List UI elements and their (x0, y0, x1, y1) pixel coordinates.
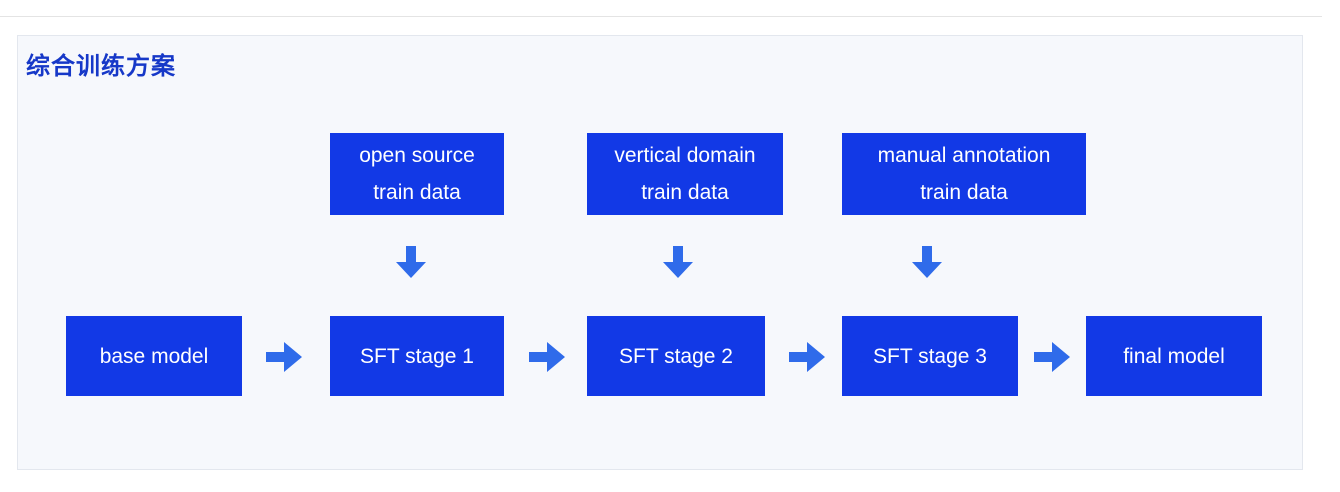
data-box-vertical-domain-line1: vertical domain (614, 144, 756, 167)
node-sft-stage-1: SFT stage 1 (330, 316, 504, 396)
data-box-open-source: open source train data (330, 133, 504, 215)
node-final-model: final model (1086, 316, 1262, 396)
top-divider (0, 16, 1322, 17)
right-arrow-icon (1034, 342, 1070, 372)
node-sft-stage-3: SFT stage 3 (842, 316, 1018, 396)
down-arrow-icon (663, 246, 693, 278)
right-arrow-icon (266, 342, 302, 372)
node-base-model: base model (66, 316, 242, 396)
node-final-model-label: final model (1123, 344, 1225, 368)
right-arrow-icon (789, 342, 825, 372)
right-arrow-icon (529, 342, 565, 372)
data-box-vertical-domain: vertical domain train data (587, 133, 783, 215)
data-box-manual-annotation-line1: manual annotation (877, 144, 1051, 167)
data-box-manual-annotation: manual annotation train data (842, 133, 1086, 215)
data-box-manual-annotation-line2: train data (920, 181, 1008, 204)
node-sft-stage-3-label: SFT stage 3 (872, 344, 987, 368)
node-sft-stage-2-label: SFT stage 2 (618, 344, 733, 368)
data-box-open-source-line2: train data (373, 181, 461, 204)
node-base-model-label: base model (99, 344, 209, 368)
down-arrow-icon (912, 246, 942, 278)
diagram-panel (17, 35, 1303, 470)
diagram-title: 综合训练方案 (26, 53, 176, 80)
node-sft-stage-2: SFT stage 2 (587, 316, 765, 396)
down-arrow-icon (396, 246, 426, 278)
data-box-open-source-line1: open source (359, 144, 475, 167)
node-sft-stage-1-label: SFT stage 1 (359, 344, 474, 368)
data-box-vertical-domain-line2: train data (641, 181, 729, 204)
